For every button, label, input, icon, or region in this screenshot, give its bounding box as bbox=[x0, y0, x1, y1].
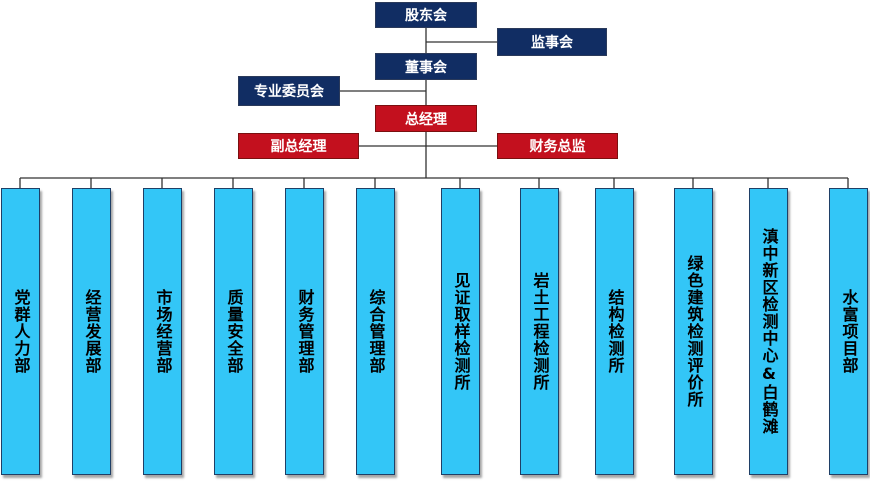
dept-label: 滇中新区检测中心&白鹤滩 bbox=[759, 228, 779, 435]
cfo-box: 财务总监 bbox=[497, 133, 618, 159]
dept-label: 质量安全部 bbox=[224, 289, 244, 374]
dept-label: 经营发展部 bbox=[82, 289, 102, 374]
committee-label: 专业委员会 bbox=[254, 84, 324, 100]
dept-quality-safety: 质量安全部 bbox=[214, 188, 253, 475]
dept-label: 结构检测所 bbox=[605, 289, 625, 374]
dept-finance: 财务管理部 bbox=[285, 188, 324, 475]
dept-label: 绿色建筑检测评价所 bbox=[684, 255, 704, 408]
dept-dianzhong-baihetan: 滇中新区检测中心&白鹤滩 bbox=[749, 188, 788, 475]
supervisors-box: 监事会 bbox=[497, 28, 607, 56]
dept-structural: 结构检测所 bbox=[595, 188, 634, 475]
board-box: 董事会 bbox=[375, 53, 477, 80]
dept-party-hr: 党群人力部 bbox=[1, 188, 40, 475]
dept-label: 党群人力部 bbox=[11, 289, 31, 374]
shareholders-box: 股东会 bbox=[375, 2, 477, 28]
dept-label: 水富项目部 bbox=[839, 289, 859, 374]
deputy-gm-label: 副总经理 bbox=[270, 139, 327, 155]
committee-box: 专业委员会 bbox=[238, 76, 340, 106]
general-manager-label: 总经理 bbox=[405, 111, 447, 128]
supervisors-label: 监事会 bbox=[531, 35, 573, 51]
dept-green-building: 绿色建筑检测评价所 bbox=[674, 188, 713, 475]
dept-witness-sampling: 见证取样检测所 bbox=[441, 188, 480, 475]
dept-label: 财务管理部 bbox=[295, 289, 315, 374]
shareholders-label: 股东会 bbox=[405, 8, 447, 24]
dept-marketing: 市场经营部 bbox=[143, 188, 182, 475]
board-label: 董事会 bbox=[405, 59, 447, 76]
deputy-gm-box: 副总经理 bbox=[238, 133, 359, 159]
dept-label: 综合管理部 bbox=[366, 289, 386, 374]
dept-business-development: 经营发展部 bbox=[72, 188, 111, 475]
dept-label: 岩土工程检测所 bbox=[530, 272, 550, 391]
dept-general-management: 综合管理部 bbox=[356, 188, 395, 475]
dept-geotechnical: 岩土工程检测所 bbox=[520, 188, 559, 475]
dept-label: 见证取样检测所 bbox=[451, 272, 471, 391]
general-manager-box: 总经理 bbox=[375, 105, 477, 132]
dept-label: 市场经营部 bbox=[153, 289, 173, 374]
cfo-label: 财务总监 bbox=[529, 139, 586, 155]
dept-shuifu-project: 水富项目部 bbox=[829, 188, 868, 475]
